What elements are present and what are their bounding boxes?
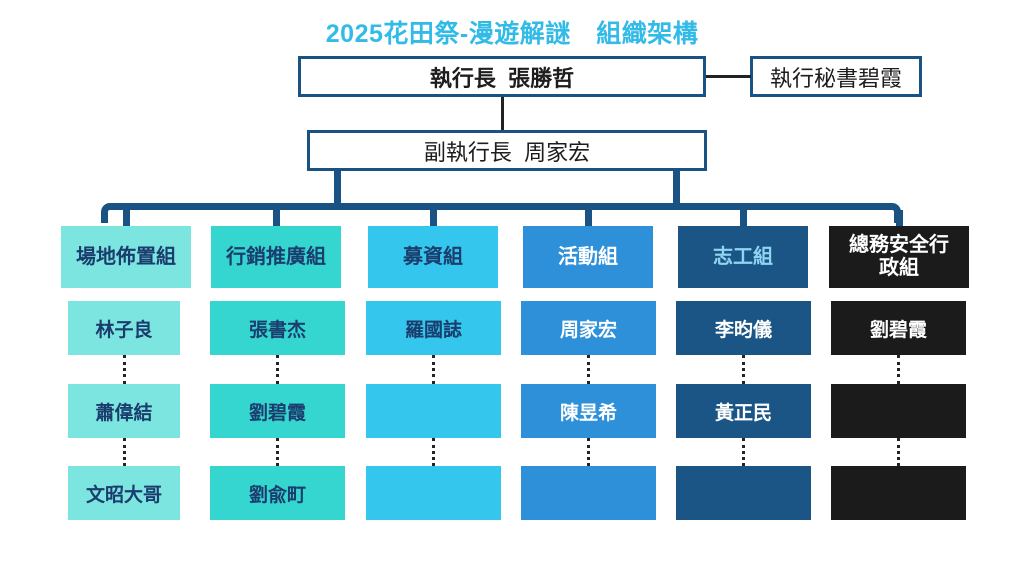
- member-cell[interactable]: [366, 466, 501, 520]
- connector-dotted-member: [897, 438, 900, 466]
- member-cell[interactable]: 文昭大哥: [68, 466, 180, 520]
- connector-department-bus: [101, 203, 901, 223]
- member-cell[interactable]: [831, 466, 966, 520]
- connector-dotted-member: [122, 355, 126, 384]
- connector-ceo-to-deputy: [501, 97, 504, 130]
- department-header[interactable]: 募資組: [368, 226, 498, 288]
- connector-dotted-member: [897, 355, 900, 384]
- member-cell[interactable]: 羅國誌: [366, 301, 501, 355]
- connector-dotted-member: [432, 355, 435, 384]
- member-cell[interactable]: 劉兪町: [210, 466, 345, 520]
- department-header[interactable]: 場地佈置組: [61, 226, 191, 288]
- member-cell[interactable]: 林子良: [68, 301, 180, 355]
- connector-dotted-member: [276, 355, 279, 384]
- connector-bus-to-department: [272, 210, 280, 226]
- member-cell[interactable]: [831, 384, 966, 438]
- member-cell[interactable]: 陳昱希: [521, 384, 656, 438]
- connector-dotted-member: [276, 438, 279, 466]
- member-cell[interactable]: 劉碧霞: [831, 301, 966, 355]
- connector-dotted-member: [587, 438, 590, 466]
- member-cell[interactable]: 張書杰: [210, 301, 345, 355]
- member-cell[interactable]: 黃正民: [676, 384, 811, 438]
- node-ceo[interactable]: 執行長 張勝哲: [298, 56, 706, 97]
- node-executive-secretary[interactable]: 執行秘書碧霞: [750, 56, 922, 97]
- department-header[interactable]: 行銷推廣組: [211, 226, 341, 288]
- connector-deputy-drop-right: [673, 168, 680, 204]
- connector-dotted-member: [742, 355, 745, 384]
- connector-ceo-to-secretary: [706, 75, 751, 78]
- member-cell[interactable]: 李昀儀: [676, 301, 811, 355]
- connector-dotted-member: [432, 438, 435, 466]
- connector-bus-to-department: [739, 210, 747, 226]
- page-title: 2025花田祭-漫遊解謎 組織架構: [325, 20, 699, 48]
- connector-dotted-member: [122, 438, 126, 466]
- node-deputy-ceo[interactable]: 副執行長 周家宏: [307, 130, 707, 171]
- member-cell[interactable]: 周家宏: [521, 301, 656, 355]
- member-cell[interactable]: 蕭偉結: [68, 384, 180, 438]
- connector-dotted-member: [742, 438, 745, 466]
- connector-bus-to-department: [429, 210, 437, 226]
- member-cell[interactable]: 劉碧霞: [210, 384, 345, 438]
- department-header[interactable]: 志工組: [678, 226, 808, 288]
- member-cell[interactable]: [366, 384, 501, 438]
- member-cell[interactable]: [676, 466, 811, 520]
- connector-dotted-member: [587, 355, 590, 384]
- department-header[interactable]: 活動組: [523, 226, 653, 288]
- department-header[interactable]: 總務安全行 政組: [829, 226, 969, 288]
- connector-deputy-drop-left: [334, 168, 341, 204]
- connector-bus-to-department: [584, 210, 592, 226]
- member-cell[interactable]: [521, 466, 656, 520]
- connector-bus-to-department: [895, 210, 903, 226]
- connector-bus-to-department: [122, 210, 130, 226]
